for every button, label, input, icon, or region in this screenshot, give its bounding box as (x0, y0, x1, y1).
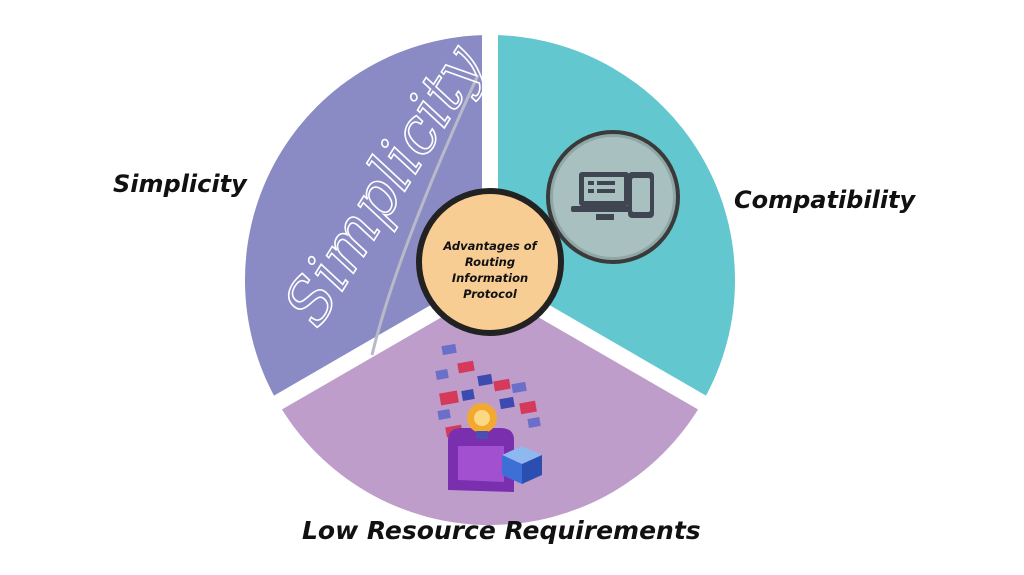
label-low-resource-requirements: Low Resource Requirements (302, 516, 701, 545)
center-title: Advantages of Routing Information Protoc… (425, 238, 555, 302)
person-idea-icon (435, 343, 542, 492)
center-title-line: Protocol (463, 287, 517, 301)
devices-icon (546, 130, 680, 264)
center-title-line: Advantages of (443, 239, 537, 253)
label-simplicity: Simplicity (113, 170, 247, 198)
center-circle (416, 188, 564, 336)
label-compatibility: Compatibility (734, 186, 916, 214)
center-title-line: Routing Information (451, 255, 529, 285)
